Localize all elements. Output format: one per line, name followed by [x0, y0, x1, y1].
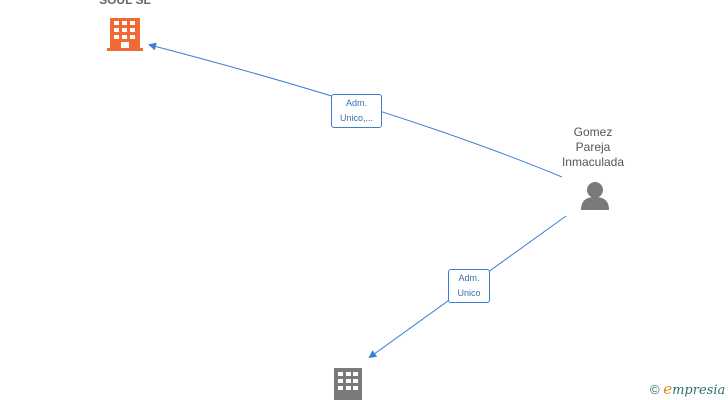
edge-label-line: Unico,...: [339, 113, 373, 123]
copyright-icon: ©: [650, 382, 660, 397]
empresia-watermark: © empresia: [650, 380, 725, 398]
edge-label-line: Unico: [457, 288, 481, 298]
edge-label-line: Adm.: [458, 273, 480, 283]
person-name[interactable]: Gomez Pareja Inmaculada: [543, 125, 643, 170]
brand-name: mpresia: [672, 383, 726, 398]
brand-initial: e: [663, 380, 673, 398]
edge-label-line: Adm.: [345, 98, 367, 108]
building-icon-company-bottom[interactable]: [334, 368, 362, 400]
company-top-label[interactable]: SOUL SL: [99, 0, 151, 7]
person-name-line: Inmaculada: [561, 155, 625, 169]
edge-label-company-top[interactable]: Adm. Unico,...: [331, 94, 382, 128]
building-icon-company-top[interactable]: [107, 18, 143, 51]
edge-label-company-bottom[interactable]: Adm. Unico: [448, 269, 490, 303]
person-icon[interactable]: [581, 182, 609, 210]
person-name-line: Pareja: [575, 140, 611, 154]
person-name-line: Gomez: [573, 125, 613, 139]
